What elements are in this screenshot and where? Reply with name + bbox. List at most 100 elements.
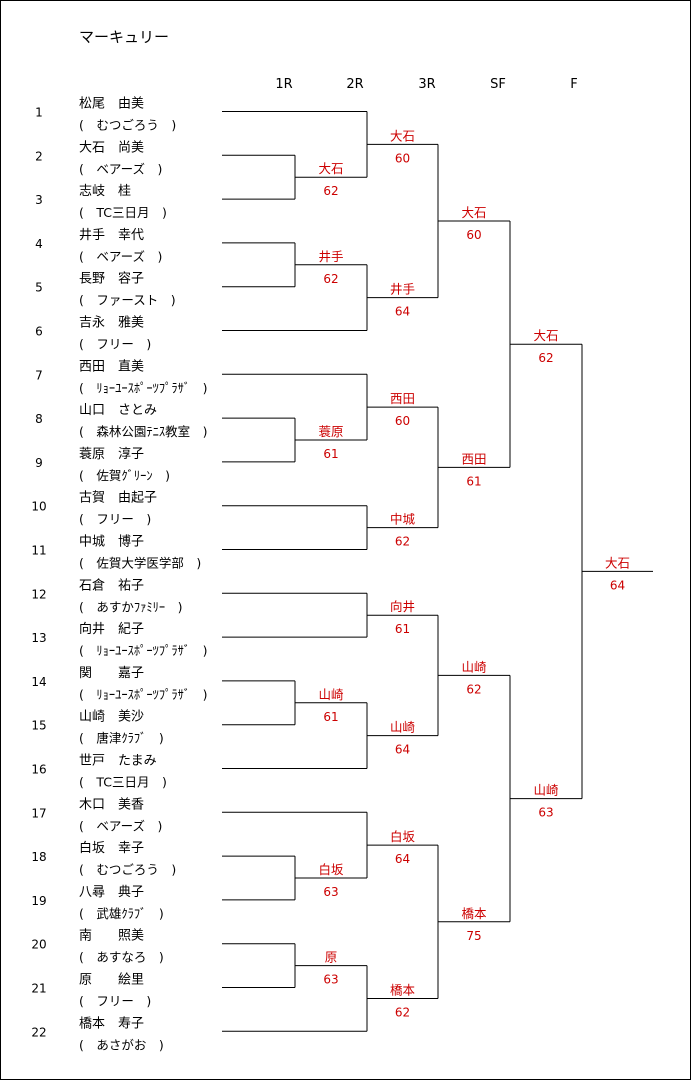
- player-name: 吉永 雅美: [79, 316, 144, 331]
- player-name: 八尋 典子: [79, 885, 144, 900]
- seed-number: 14: [31, 675, 46, 689]
- player-club: ( TC三日月 ): [79, 775, 167, 790]
- player-name: 南 照美: [79, 928, 144, 944]
- match-score: 61: [466, 474, 481, 488]
- seed-number: 19: [31, 894, 46, 908]
- match-score: 62: [395, 535, 410, 549]
- player-name: 山崎 美沙: [79, 710, 144, 725]
- sheet-title: マーキュリー: [79, 28, 169, 46]
- match-winner-name: 井手: [390, 282, 415, 297]
- match-score: 60: [395, 151, 410, 165]
- player-club: ( 森林公園ﾃﾆｽ教室 ): [79, 424, 208, 439]
- player-club: ( むつごろう ): [79, 118, 176, 133]
- player-club: ( 佐賀大学医学部 ): [79, 556, 201, 571]
- round-label-1r: 1R: [275, 77, 292, 92]
- player-name: 志岐 桂: [79, 184, 131, 199]
- seed-number: 21: [31, 982, 46, 996]
- match-score: 64: [395, 305, 410, 319]
- round-label-2r: 2R: [346, 77, 363, 92]
- player-club: ( ﾘｮｰﾕｰｽﾎﾟｰﾂﾌﾟﾗｻﾞ ): [79, 380, 208, 395]
- seed-number: 15: [31, 719, 46, 733]
- player-name: 西田 直美: [79, 359, 144, 374]
- player-club: ( フリー ): [79, 337, 151, 352]
- player-name: 古賀 由起子: [79, 491, 157, 506]
- player-name: 関 嘉子: [79, 666, 144, 681]
- match-score: 63: [323, 885, 338, 899]
- seed-number: 22: [31, 1025, 46, 1039]
- round-label-3r: 3R: [418, 77, 435, 92]
- match-score: 62: [538, 351, 553, 365]
- player-name: 中城 博子: [79, 535, 144, 550]
- match-winner-name: 中城: [390, 512, 416, 527]
- player-name: 長野 容子: [79, 271, 144, 287]
- match-winner-name: 山崎: [318, 687, 344, 702]
- seed-number: 3: [35, 193, 43, 207]
- match-winner-name: 山崎: [533, 783, 559, 798]
- match-score: 62: [323, 184, 338, 198]
- player-name: 蓑原 淳子: [79, 446, 144, 462]
- seed-number: 5: [35, 281, 43, 295]
- seed-number: 12: [31, 587, 46, 601]
- seed-number: 1: [35, 106, 43, 120]
- match-winner-name: 橋本: [461, 906, 487, 921]
- match-winner-name: 大石: [318, 161, 343, 176]
- match-winner-name: 白坂: [390, 829, 416, 844]
- match-score: 63: [323, 973, 338, 987]
- match-winner-name: 原: [325, 950, 338, 965]
- seed-number: 9: [35, 456, 43, 470]
- match-score: 61: [323, 447, 338, 461]
- seed-number: 10: [31, 500, 46, 514]
- seed-number: 13: [31, 631, 46, 645]
- seed-number: 16: [31, 763, 46, 777]
- match-score: 60: [395, 414, 410, 428]
- player-name: 井手 幸代: [79, 228, 144, 243]
- match-winner-name: 山崎: [461, 659, 487, 674]
- player-name: 松尾 由美: [79, 97, 144, 112]
- match-winner-name: 大石: [533, 328, 558, 343]
- match-score: 62: [395, 1005, 410, 1019]
- round-label-sf: SF: [490, 77, 506, 92]
- match-score: 64: [610, 578, 625, 592]
- player-club: ( フリー ): [79, 512, 151, 527]
- match-winner-name: 大石: [461, 205, 486, 220]
- player-name: 木口 美香: [79, 797, 144, 812]
- match-winner-name: 井手: [318, 249, 343, 264]
- round-label-f: F: [570, 77, 577, 92]
- player-club: ( ﾘｮｰﾕｰｽﾎﾟｰﾂﾌﾟﾗｻﾞ ): [79, 687, 208, 702]
- match-winner-name: 大石: [390, 128, 415, 143]
- match-score: 62: [466, 682, 481, 696]
- bracket-lines: [222, 111, 653, 1032]
- round-labels: 1R 2R 3R SF F: [275, 77, 577, 92]
- match-winner-name: 山崎: [390, 720, 416, 735]
- seed-number: 4: [35, 237, 43, 251]
- seed-number: 20: [31, 938, 46, 952]
- player-name: 原 絵里: [79, 973, 144, 988]
- player-name: 向井 紀子: [79, 621, 144, 637]
- match-results: 大石62井手62蓑原61山崎61白坂63原63大石60井手64西田60中城62向…: [318, 128, 630, 1019]
- player-club: ( むつごろう ): [79, 862, 176, 877]
- match-score: 64: [395, 852, 410, 866]
- player-club: ( 佐賀ｸﾞﾘｰﾝ ): [79, 468, 170, 483]
- player-club: ( 武雄ｸﾗﾌﾞ ): [79, 906, 164, 921]
- match-score: 60: [466, 228, 481, 242]
- seed-number: 6: [35, 325, 43, 339]
- player-name: 橋本 寿子: [79, 1016, 144, 1031]
- match-score: 63: [538, 806, 553, 820]
- match-score: 62: [323, 272, 338, 286]
- player-club: ( フリー ): [79, 994, 151, 1009]
- seed-number: 18: [31, 850, 46, 864]
- match-score: 64: [395, 743, 410, 757]
- player-list: 1松尾 由美( むつごろう )2大石 尚美( ベアーズ )3志岐 桂( TC三日…: [31, 97, 207, 1053]
- player-name: 山口 さとみ: [79, 403, 157, 418]
- match-winner-name: 西田: [390, 391, 415, 406]
- player-club: ( ベアーズ ): [79, 161, 162, 176]
- player-club: ( あさがお ): [79, 1037, 164, 1052]
- player-club: ( あすなろ ): [79, 950, 164, 965]
- player-club: ( ﾘｮｰﾕｰｽﾎﾟｰﾂﾌﾟﾗｻﾞ ): [79, 643, 208, 658]
- match-winner-name: 西田: [461, 451, 486, 466]
- player-name: 石倉 祐子: [79, 578, 144, 593]
- match-winner-name: 橋本: [390, 982, 416, 997]
- player-name: 白坂 幸子: [79, 840, 144, 856]
- seed-number: 11: [31, 544, 46, 558]
